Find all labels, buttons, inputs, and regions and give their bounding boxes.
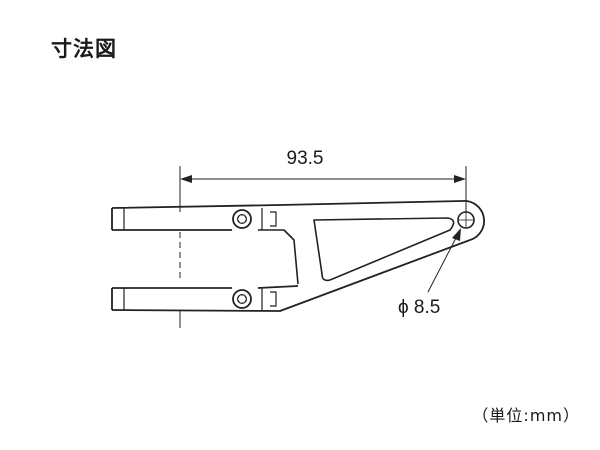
mounting-hole xyxy=(457,211,475,229)
diameter-dimension-label: ϕ 8.5 xyxy=(398,297,440,318)
page-title: 寸法図 xyxy=(51,37,117,61)
length-dimension-line xyxy=(180,175,466,183)
lower-bolt-icon xyxy=(232,289,252,309)
upper-bolt-icon xyxy=(232,209,252,229)
bracket-body xyxy=(111,200,485,312)
length-dimension-label: 93.5 xyxy=(287,148,324,169)
diameter-leader-line xyxy=(427,228,461,293)
unit-note: （単位:mm） xyxy=(472,406,580,425)
